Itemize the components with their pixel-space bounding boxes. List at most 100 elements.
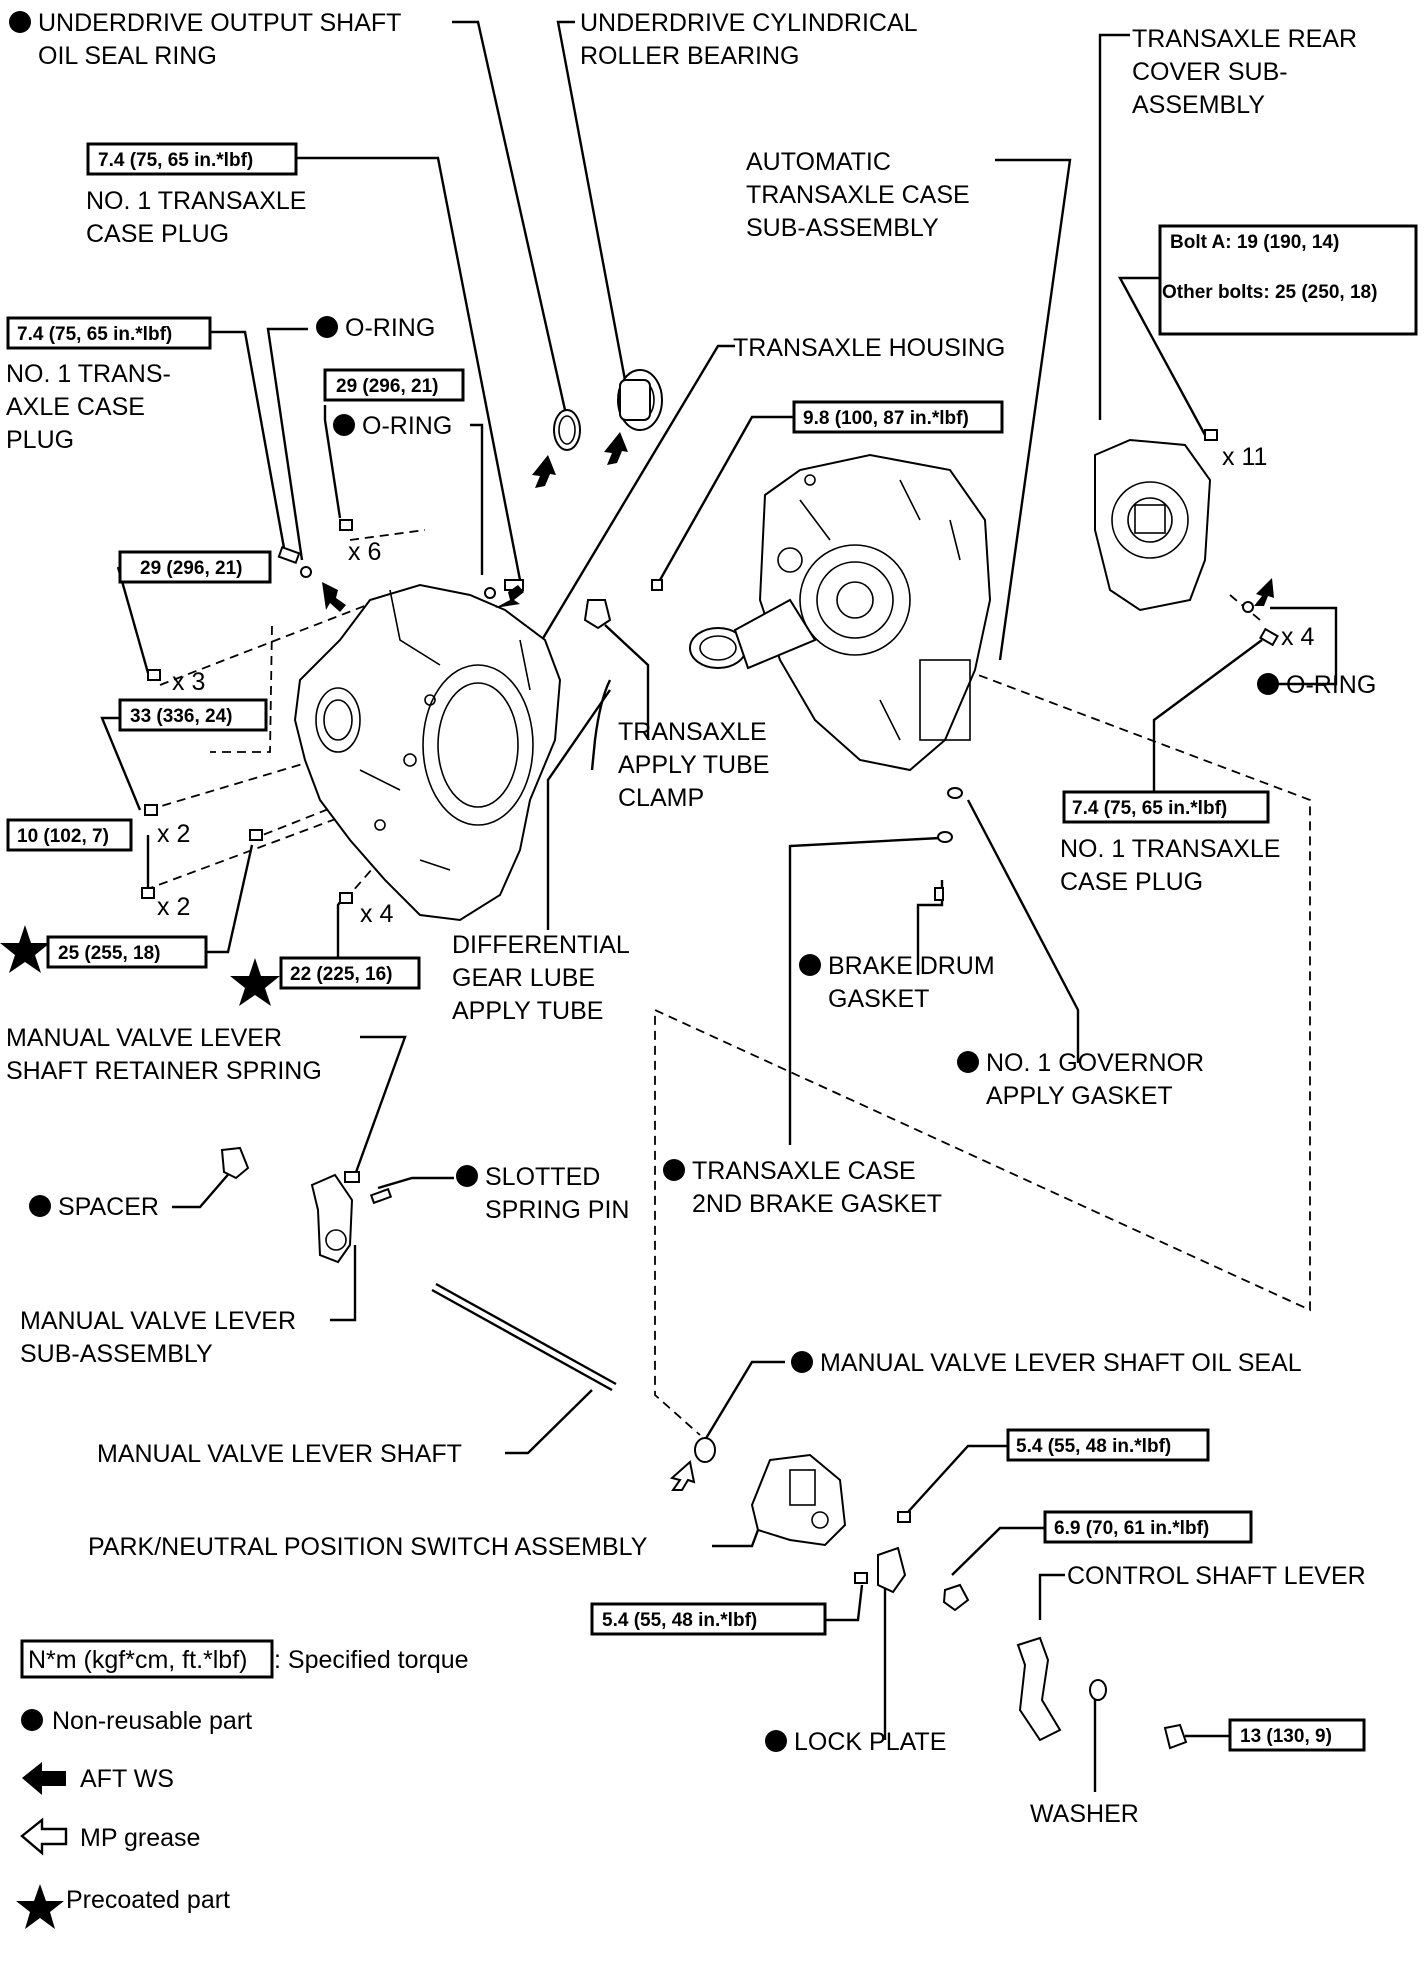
bolts (141, 429, 1279, 904)
control-shaft-lever-drawing (942, 1583, 1188, 1750)
mp-grease-arrow-icon (20, 1817, 68, 1856)
non-reusable-mark (456, 1165, 478, 1187)
label-mv-lever-1: MANUAL VALVE LEVER (20, 1307, 296, 1335)
oil-seal-ring-drawing (553, 409, 581, 451)
non-reusable-mark (765, 1730, 787, 1752)
count-x2b: x 2 (157, 893, 190, 921)
label-slotted-1: SLOTTED (485, 1163, 600, 1191)
label-plug-left-1: NO. 1 TRANS- (6, 360, 171, 388)
label-mv-spring-1: MANUAL VALVE LEVER (6, 1024, 282, 1052)
leader-lines (100, 20, 1338, 1792)
label-diff-tube-2: GEAR LUBE (452, 964, 595, 992)
label-diff-tube-3: APPLY TUBE (452, 997, 603, 1025)
torque-t2: 7.4 (75, 65 in.*lbf) (17, 324, 172, 345)
label-plug-top-2: CASE PLUG (86, 220, 229, 248)
label-governor-2: APPLY GASKET (986, 1082, 1173, 1110)
torque-t6: 10 (102, 7) (17, 826, 109, 847)
pn-switch-drawing (750, 1453, 847, 1547)
label-diff-tube-1: DIFFERENTIAL (452, 931, 630, 959)
mv-shaft-drawing (431, 1282, 617, 1392)
clamp-drawing (583, 599, 612, 630)
label-brake2-1: TRANSAXLE CASE (692, 1157, 916, 1185)
precoated-star-icon (0, 925, 50, 973)
diff-tube-drawing (590, 679, 612, 771)
torque-t3: 29 (296, 21) (336, 376, 438, 397)
label-rear-cover-3: ASSEMBLY (1132, 91, 1265, 119)
label-housing: TRANSAXLE HOUSING (733, 334, 1005, 362)
label-clamp-1: TRANSAXLE (618, 718, 767, 746)
non-reusable-icon (21, 1709, 43, 1731)
legend-mp-grease: MP grease (80, 1824, 200, 1852)
label-spacer: SPACER (58, 1193, 159, 1221)
label-mv-lever-2: SUB-ASSEMBLY (20, 1340, 213, 1368)
torque-t11: 7.4 (75, 65 in.*lbf) (1072, 798, 1227, 819)
precoated-star-icon (230, 958, 280, 1006)
label-ud-bearing-2: ROLLER BEARING (580, 42, 800, 70)
torque-boxes: 7.4 (75, 65 in.*lbf) 7.4 (75, 65 in.*lbf… (0, 142, 1418, 1752)
non-reusable-mark (333, 414, 355, 436)
non-reusable-mark (29, 1195, 51, 1217)
count-x11: x 11 (1222, 443, 1267, 471)
torque-t15: 13 (130, 9) (1240, 1726, 1332, 1747)
legend: N*m (kgf*cm, ft.*lbf) : Specified torque… (16, 1639, 469, 1929)
rear-cover-drawing (1094, 438, 1212, 612)
label-oring-c: O-RING (1286, 671, 1376, 699)
label-governor-1: NO. 1 GOVERNOR (986, 1049, 1204, 1077)
label-clamp-2: APPLY TUBE (618, 751, 769, 779)
label-rear-cover-2: COVER SUB- (1132, 58, 1288, 86)
label-mv-oil-seal: MANUAL VALVE LEVER SHAFT OIL SEAL (820, 1349, 1302, 1377)
torque-t8: 22 (225, 16) (290, 964, 392, 985)
label-plug-top-1: NO. 1 TRANSAXLE (86, 187, 306, 215)
label-control-lever: CONTROL SHAFT LEVER (1067, 1562, 1366, 1590)
label-ud-oil-seal-2: OIL SEAL RING (38, 42, 217, 70)
spacer-drawing (220, 1146, 250, 1180)
torque-t5: 33 (336, 24) (130, 706, 232, 727)
label-plug-right-1: NO. 1 TRANSAXLE (1060, 835, 1280, 863)
precoated-star-icon (16, 1884, 64, 1929)
label-pn-switch: PARK/NEUTRAL POSITION SWITCH ASSEMBLY (88, 1533, 648, 1561)
label-clamp-3: CLAMP (618, 784, 704, 812)
non-reusable-mark (1257, 673, 1279, 695)
label-brake2-2: 2ND BRAKE GASKET (692, 1190, 942, 1218)
torque-t7: 25 (255, 18) (58, 943, 160, 964)
label-auto-case-2: TRANSAXLE CASE (746, 181, 970, 209)
label-lock-plate: LOCK PLATE (794, 1728, 946, 1756)
label-mv-spring-2: SHAFT RETAINER SPRING (6, 1057, 322, 1085)
label-brake-drum-2: GASKET (828, 985, 929, 1013)
torque-t14: 5.4 (55, 48 in.*lbf) (602, 1610, 757, 1631)
mv-oil-seal-drawing (694, 1437, 716, 1463)
label-mv-shaft: MANUAL VALVE LEVER SHAFT (97, 1440, 462, 1468)
label-plug-left-3: PLUG (6, 426, 74, 454)
non-reusable-mark (663, 1159, 685, 1181)
roller-bearing-drawing (617, 369, 663, 431)
legend-non-reusable: Non-reusable part (52, 1707, 252, 1735)
label-ud-oil-seal-1: UNDERDRIVE OUTPUT SHAFT (38, 9, 401, 37)
part-labels: UNDERDRIVE OUTPUT SHAFT OIL SEAL RING UN… (6, 9, 1376, 1828)
transaxle-housing-drawing (293, 583, 562, 922)
label-oring-a: O-RING (345, 314, 435, 342)
label-brake-drum-1: BRAKE DRUM (828, 952, 995, 980)
label-auto-case-3: SUB-ASSEMBLY (746, 214, 939, 242)
torque-t9: 9.8 (100, 87 in.*lbf) (803, 408, 969, 429)
label-plug-right-2: CASE PLUG (1060, 868, 1203, 896)
torque-t1: 7.4 (75, 65 in.*lbf) (98, 150, 253, 171)
label-washer: WASHER (1030, 1800, 1139, 1828)
torque-t10a: Bolt A: 19 (190, 14) (1170, 232, 1339, 253)
label-rear-cover-1: TRANSAXLE REAR (1132, 25, 1357, 53)
legend-torque-box: N*m (kgf*cm, ft.*lbf) (28, 1646, 247, 1674)
torque-t10b: Other bolts: 25 (250, 18) (1162, 282, 1377, 303)
non-reusable-mark (316, 316, 338, 338)
count-x2a: x 2 (157, 820, 190, 848)
label-slotted-2: SPRING PIN (485, 1196, 629, 1224)
count-x6: x 6 (348, 538, 381, 566)
label-plug-left-2: AXLE CASE (6, 393, 145, 421)
count-x4a: x 4 (360, 900, 393, 928)
non-reusable-mark (957, 1051, 979, 1073)
label-auto-case-1: AUTOMATIC (746, 148, 891, 176)
count-x4b: x 4 (1281, 623, 1314, 651)
non-reusable-mark (9, 11, 31, 33)
label-ud-bearing-1: UNDERDRIVE CYLINDRICAL (580, 9, 918, 37)
lock-plate-drawing (854, 1511, 911, 1594)
